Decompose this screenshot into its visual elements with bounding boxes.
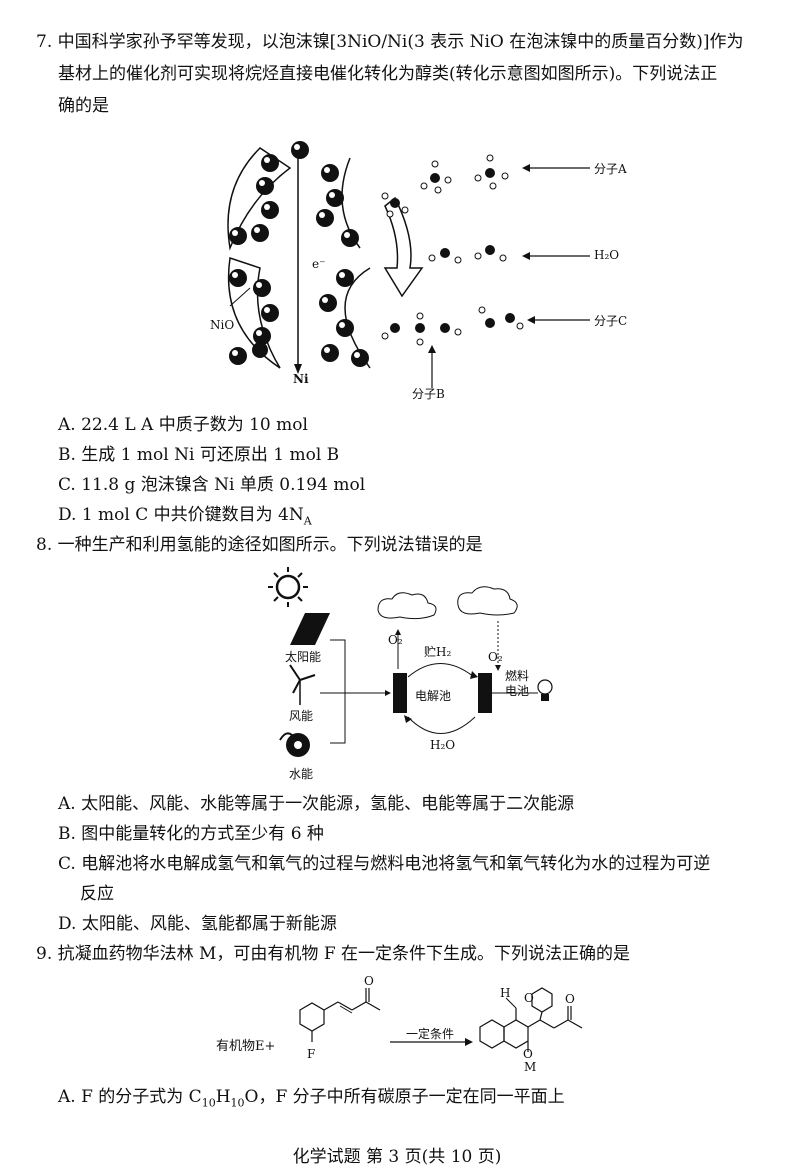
q7-mechanism-figure xyxy=(227,141,590,388)
o2-right-label: O₂ xyxy=(488,650,503,664)
wind-label: 风能 xyxy=(289,709,314,723)
m-hydroxyl-h: H xyxy=(500,986,511,1000)
q8-option-a: A. 太阳能、风能、水能等属于一次能源，氢能、电能等属于二次能源 xyxy=(58,794,575,814)
q7-option-c: C. 11.8 g 泡沫镍含 Ni 单质 0.194 mol xyxy=(58,475,366,495)
electrolyzer-label: 电解池 xyxy=(415,689,452,703)
store-h2-label: 贮H₂ xyxy=(424,645,452,659)
q8-option-b: B. 图中能量转化的方式至少有 6 种 xyxy=(58,824,324,844)
electron-label: e⁻ xyxy=(312,257,326,271)
water-label: H₂O xyxy=(594,248,620,262)
q7-line-3: 确的是 xyxy=(58,96,109,116)
solar-label: 太阳能 xyxy=(285,650,322,664)
molecule-b-label: 分子B xyxy=(412,387,445,401)
q7-line-2: 基材上的催化剂可实现将烷烃直接电催化转化为醇类(转化示意图如图所示)。下列说法正 xyxy=(58,64,718,84)
h2o-label: H₂O xyxy=(430,738,456,752)
molecule-a-label: 分子A xyxy=(594,162,627,176)
q7-option-d: D. 1 mol C 中共价键数目为 4NA xyxy=(58,505,312,528)
m-lactone-o: O xyxy=(523,1047,533,1061)
page-footer: 化学试题 第 3 页(共 10 页) xyxy=(292,1147,502,1167)
condition-label: 一定条件 xyxy=(406,1027,455,1041)
q9-line-1: 9. 抗凝血药物华法林 M，可由有机物 F 在一定条件下生成。下列说法正确的是 xyxy=(36,944,631,964)
q9-reaction-figure xyxy=(299,987,583,1052)
m-ketone-o: O xyxy=(565,992,575,1006)
q8-option-c-line-2: 反应 xyxy=(80,884,114,904)
o2-left-label: O₂ xyxy=(388,633,403,647)
m-hydroxyl-o: O xyxy=(524,991,534,1005)
q7-line-1: 7. 中国科学家孙予罕等发现，以泡沫镍[3NiO/Ni(3 表示 NiO 在泡沫… xyxy=(36,32,744,52)
q8-option-d: D. 太阳能、风能、氢能都属于新能源 xyxy=(58,914,337,934)
q7-option-b: B. 生成 1 mol Ni 可还原出 1 mol B xyxy=(58,445,340,465)
q8-energy-figure xyxy=(268,567,553,757)
f-ketone-o: O xyxy=(364,974,374,988)
molecule-c-label: 分子C xyxy=(594,314,628,328)
m-label: M xyxy=(524,1060,537,1074)
q8-line-1: 8. 一种生产和利用氢能的途径如图所示。下列说法错误的是 xyxy=(36,535,483,555)
ni-label: Ni xyxy=(293,372,309,386)
q8-option-c-line-1: C. 电解池将水电解成氢气和氧气的过程与燃料电池将氢气和氧气转化为水的过程为可逆 xyxy=(58,854,711,874)
water-energy-label: 水能 xyxy=(289,767,314,781)
fuel-cell-label-2: 电池 xyxy=(505,684,530,698)
f-label: F xyxy=(307,1047,316,1061)
nio-label: NiO xyxy=(210,318,235,332)
fuel-cell-label-1: 燃料 xyxy=(505,669,530,683)
reactant-label: 有机物E+ xyxy=(216,1039,276,1054)
q7-option-a: A. 22.4 L A 中质子数为 10 mol xyxy=(58,415,308,435)
q9-option-a: A. F 的分子式为 C10H10O，F 分子中所有碳原子一定在同一平面上 xyxy=(58,1087,565,1110)
